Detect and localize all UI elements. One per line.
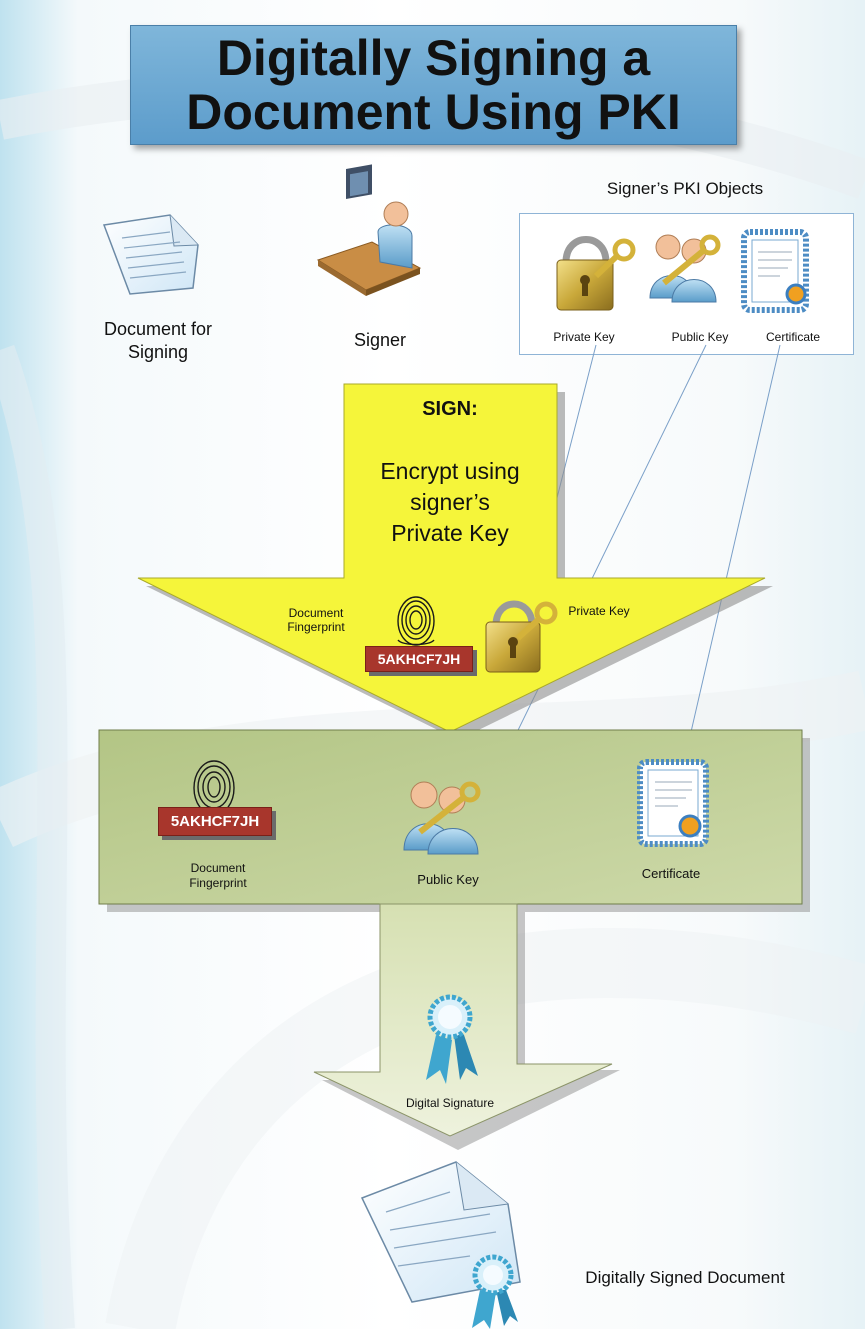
bundle-fingerprint-label-1: Document	[190, 861, 246, 875]
pki-padlock-key-icon	[556, 236, 636, 311]
sign-line-2: signer’s	[410, 489, 490, 515]
pki-users-key-icon	[649, 234, 721, 303]
pki-certificate-label: Certificate	[765, 330, 821, 344]
title-line-1: Digitally Signing a	[216, 30, 651, 86]
sign-heading: SIGN:	[422, 398, 478, 420]
pki-public-key-label: Public Key	[671, 330, 729, 344]
certificate-icon	[637, 759, 709, 847]
document-label-line-1: Document for	[103, 319, 213, 339]
document-label-line-2: Signing	[127, 342, 189, 362]
sign-private-key-label: Private Key	[568, 604, 630, 618]
sign-line-3: Private Key	[391, 520, 509, 546]
sign-line-1: Encrypt using	[380, 458, 520, 484]
signer-label: Signer	[353, 330, 407, 350]
pki-objects-heading: Signer’s PKI Objects	[606, 179, 764, 198]
digital-signature-label: Digital Signature	[405, 1096, 495, 1110]
pki-certificate-icon	[741, 229, 809, 313]
sign-arrow	[137, 383, 766, 733]
ribbon-seal-icon	[426, 994, 478, 1084]
bundle-fingerprint-label-2: Fingerprint	[189, 876, 247, 890]
title-banner: Digitally Signing a Document Using PKI	[130, 25, 737, 145]
pki-private-key-label: Private Key	[553, 330, 615, 344]
signer-icon	[316, 164, 422, 296]
users-key-icon	[403, 781, 481, 855]
sign-fingerprint-label-2: Fingerprint	[287, 620, 345, 634]
padlock-key-icon	[485, 600, 558, 673]
bundle-public-key-label: Public Key	[417, 872, 479, 887]
title-line-2: Document Using PKI	[186, 84, 681, 140]
fingerprint-icon	[397, 596, 435, 646]
document-icon	[102, 214, 199, 295]
hash-value-tag: 5AKHCF7JH	[365, 646, 473, 672]
bundle-hash-value-tag: 5AKHCF7JH	[158, 807, 272, 836]
signed-document-label: Digitally Signed Document	[585, 1268, 785, 1287]
sign-fingerprint-label-1: Document	[288, 606, 344, 620]
bundle-certificate-label: Certificate	[641, 866, 701, 881]
signed-document-icon	[360, 1161, 521, 1329]
